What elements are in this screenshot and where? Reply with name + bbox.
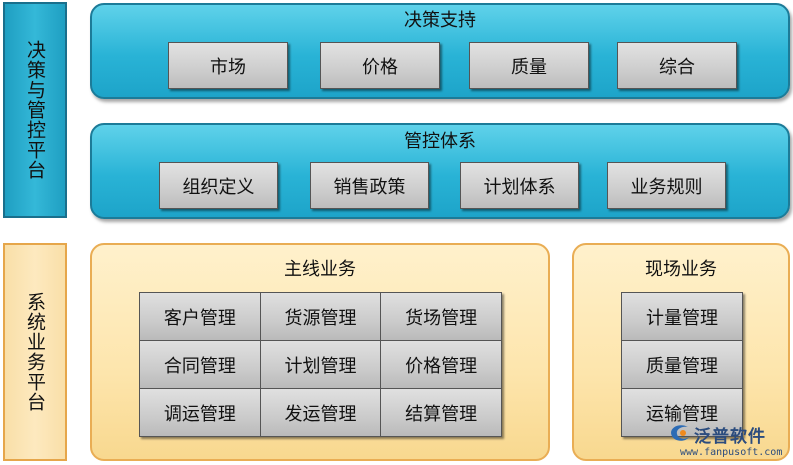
field-business-grid: 计量管理 质量管理 运输管理 (621, 292, 743, 437)
shipping-mgmt-cell[interactable]: 发运管理 (260, 389, 381, 436)
supply-mgmt-cell[interactable]: 货源管理 (260, 293, 381, 340)
field-business-title: 现场业务 (645, 259, 717, 280)
plan-mgmt-cell[interactable]: 计划管理 (260, 341, 381, 388)
price-mgmt-cell[interactable]: 价格管理 (381, 341, 501, 388)
dispatch-mgmt-cell[interactable]: 调运管理 (140, 389, 260, 436)
customer-mgmt-cell[interactable]: 客户管理 (140, 293, 260, 340)
metering-mgmt-cell[interactable]: 计量管理 (622, 293, 742, 340)
main-business-title: 主线业务 (284, 259, 356, 280)
decision-support-title: 决策支持 (404, 10, 476, 31)
watermark-url: www.fanpusoft.com (680, 447, 783, 458)
quality-button[interactable]: 质量 (469, 42, 589, 89)
market-button[interactable]: 市场 (168, 42, 288, 89)
transport-mgmt-cell[interactable]: 运输管理 (622, 389, 742, 436)
org-definition-button[interactable]: 组织定义 (159, 162, 278, 209)
business-rules-button[interactable]: 业务规则 (607, 162, 726, 209)
contract-mgmt-cell[interactable]: 合同管理 (140, 341, 260, 388)
plan-system-button[interactable]: 计划体系 (460, 162, 579, 209)
comprehensive-button[interactable]: 综合 (617, 42, 737, 89)
settlement-mgmt-cell[interactable]: 结算管理 (381, 389, 501, 436)
control-system-title: 管控体系 (404, 131, 476, 152)
yard-mgmt-cell[interactable]: 货场管理 (381, 293, 501, 340)
quality-mgmt-cell[interactable]: 质量管理 (622, 341, 742, 388)
main-business-grid: 客户管理 货源管理 货场管理 合同管理 计划管理 价格管理 调运管理 发运管理 … (139, 292, 502, 437)
price-button[interactable]: 价格 (320, 42, 440, 89)
side-label-decision-control: 决策与管控平台 (3, 2, 67, 218)
watermark-name: 泛普软件 (694, 427, 766, 447)
sales-policy-button[interactable]: 销售政策 (310, 162, 429, 209)
side-label-system-business: 系统业务平台 (3, 243, 67, 461)
fanpu-logo-icon (671, 425, 689, 441)
